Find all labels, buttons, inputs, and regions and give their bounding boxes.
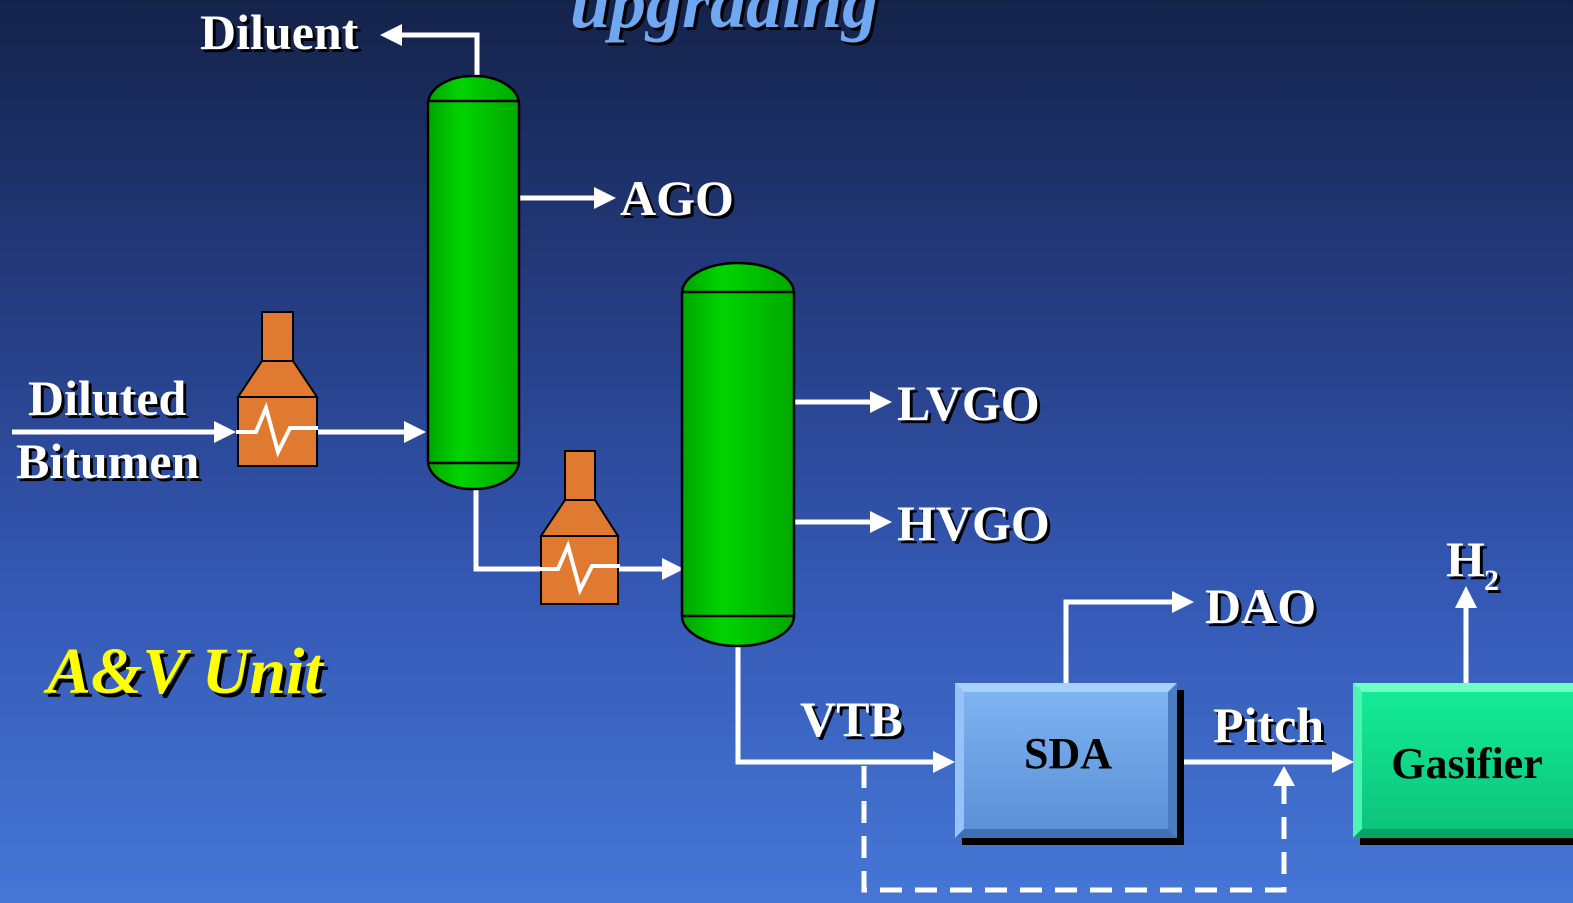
furnace-2-coil-icon <box>539 539 620 596</box>
h2-label-shadow: H <box>1449 534 1488 590</box>
column1-bottoms-stream <box>473 489 541 572</box>
ago-arrow-icon <box>594 187 616 209</box>
ago-stream <box>519 187 616 209</box>
vtb-label: VTB <box>800 691 903 747</box>
unit-label-group: A&V Unit A&V Unit <box>43 635 328 712</box>
slide-title-text: upgrading <box>570 0 878 43</box>
dao-arrow-icon <box>1172 591 1194 613</box>
vacuum-column-body <box>680 261 796 648</box>
feed-label-line2: Bitumen <box>16 433 200 489</box>
pitch-label-group: Pitch Pitch <box>1213 697 1327 756</box>
column1-bottoms-line <box>473 489 541 572</box>
feed-label-line1-shadow: Diluted <box>31 373 190 429</box>
vacuum-column <box>680 261 796 648</box>
furnace-1-stack <box>261 311 294 362</box>
atmospheric-column-body <box>426 74 521 491</box>
vtb-arrow-icon <box>933 751 955 773</box>
sda-bevel-bottom <box>955 829 1177 838</box>
dao-line <box>1063 599 1176 684</box>
lvgo-label: LVGO <box>897 375 1040 431</box>
h2-subscript: 2 <box>1484 564 1499 597</box>
furnace-1-coil-icon <box>236 401 318 458</box>
dao-stream <box>1063 591 1194 684</box>
pitch-arrow-icon <box>1332 751 1354 773</box>
diluent-arrow-icon <box>380 24 402 46</box>
sda-unit: SDA <box>955 683 1184 845</box>
pitch-label-shadow: Pitch <box>1216 700 1327 756</box>
gasifier-bevel-top <box>1353 683 1573 692</box>
vtb-label-shadow: VTB <box>803 694 906 750</box>
dao-label: DAO <box>1205 578 1316 634</box>
dao-label-group: DAO DAO <box>1205 578 1319 637</box>
atmospheric-column <box>426 74 521 491</box>
h2-subscript-shadow: 2 <box>1487 567 1502 600</box>
feed-arrow-icon <box>214 421 236 443</box>
slide-title-shadow: upgrading <box>573 0 881 46</box>
hvgo-label: HVGO <box>897 495 1050 551</box>
furnace-1-hood <box>236 360 319 398</box>
furnace-2-hood <box>539 499 620 537</box>
h2-arrow-icon <box>1455 586 1477 608</box>
lvgo-arrow-icon <box>870 391 892 413</box>
vtb-line <box>735 646 937 765</box>
furnace-2-stack <box>564 450 596 501</box>
pitch-stream <box>1180 751 1354 773</box>
ago-label-group: AGO AGO <box>620 170 737 229</box>
bypass-arrow-icon <box>1273 766 1295 786</box>
gasifier-box <box>1353 683 1573 838</box>
pitch-label: Pitch <box>1213 697 1324 753</box>
feed-label-group: Diluted Diluted Bitumen Bitumen <box>16 370 203 492</box>
bypass-dashed-line <box>861 766 1287 893</box>
heater1-outlet-arrow-icon <box>404 421 426 443</box>
vtb-stream <box>735 646 955 773</box>
hvgo-label-group: HVGO HVGO <box>897 495 1053 554</box>
furnace-1-icon <box>236 311 319 467</box>
h2-label: H <box>1446 531 1485 587</box>
sda-label: SDA <box>1024 729 1112 778</box>
unit-label-shadow: A&V Unit <box>47 639 328 712</box>
lvgo-label-group: LVGO LVGO <box>897 375 1043 434</box>
gasifier-bevel-bottom <box>1353 829 1573 838</box>
slide-title: upgrading upgrading <box>570 0 881 46</box>
heater2-outlet-arrow-icon <box>662 558 684 580</box>
hvgo-stream <box>794 511 892 533</box>
sda-bevel-left <box>955 683 964 838</box>
diluent-label-shadow: Diluent <box>203 7 362 63</box>
gasifier-unit: Gasifier <box>1353 683 1573 845</box>
furnace-2-icon <box>539 450 620 605</box>
feed-label-line1: Diluted <box>28 370 187 426</box>
diluent-label: Diluent <box>200 4 359 60</box>
diluent-line <box>402 32 480 76</box>
ago-label-shadow: AGO <box>623 173 737 229</box>
diluent-stream <box>380 24 480 76</box>
lvgo-stream <box>794 391 892 413</box>
dao-label-shadow: DAO <box>1208 581 1319 637</box>
gasifier-bevel-left <box>1353 683 1362 838</box>
hvgo-arrow-icon <box>870 511 892 533</box>
unit-label: A&V Unit <box>43 635 324 708</box>
ago-label: AGO <box>620 170 734 226</box>
sda-bevel-top <box>955 683 1177 692</box>
vtb-label-group: VTB VTB <box>800 691 906 750</box>
gasifier-label: Gasifier <box>1391 739 1543 788</box>
feed-stream <box>12 421 236 443</box>
heater2-outlet-stream <box>618 558 684 580</box>
h2-label-group: H H 2 2 <box>1446 531 1502 600</box>
diluent-label-group: Diluent Diluent <box>200 4 362 63</box>
h2-stream <box>1455 586 1477 684</box>
heater1-outlet-stream <box>316 421 426 443</box>
sda-bevel-right <box>1168 683 1177 838</box>
sda-box <box>955 683 1177 838</box>
lvgo-label-shadow: LVGO <box>900 378 1043 434</box>
vtb-bypass-stream <box>861 766 1295 893</box>
feed-label-line2-shadow: Bitumen <box>19 436 203 492</box>
hvgo-label-shadow: HVGO <box>900 498 1053 554</box>
